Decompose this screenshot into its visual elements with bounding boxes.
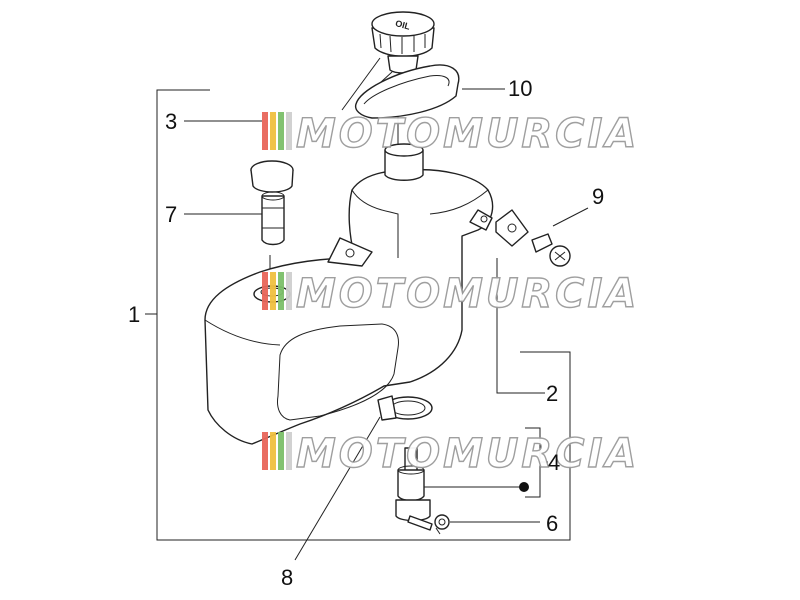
watermark-top: MOTOMURCIA (262, 110, 639, 158)
callout-dot (519, 482, 529, 492)
callout-3: 3 (165, 109, 177, 134)
callout-2: 2 (546, 381, 558, 406)
callout-1: 1 (128, 302, 140, 327)
callout-10: 10 (508, 76, 532, 101)
callout-6: 6 (546, 511, 558, 536)
assembly-brackets (145, 89, 571, 541)
gasket-tray (354, 64, 460, 119)
watermark-middle: MOTOMURCIA (262, 270, 639, 318)
callout-7: 7 (165, 202, 177, 227)
watermark-bottom: MOTOMURCIA (262, 430, 639, 478)
mounting-screw (531, 233, 571, 267)
mounting-plate (495, 209, 529, 247)
callout-8: 8 (281, 565, 293, 590)
watermark-text: MOTOMURCIA (296, 431, 639, 477)
oil-filler-cap: OIL (371, 11, 435, 74)
callout-4: 4 (548, 450, 560, 475)
callout-9: 9 (592, 184, 604, 209)
leader-lines (184, 57, 589, 561)
outlet-fitting (395, 447, 433, 531)
hose-clamp (377, 395, 433, 421)
watermark-text: MOTOMURCIA (296, 271, 639, 317)
cap-label: OIL (394, 18, 412, 32)
callout-labels: 1 2 3 4 6 7 8 9 10 (128, 76, 604, 590)
spring-clip (434, 514, 450, 535)
breather-cap (250, 160, 294, 246)
watermark-text: MOTOMURCIA (296, 111, 639, 157)
